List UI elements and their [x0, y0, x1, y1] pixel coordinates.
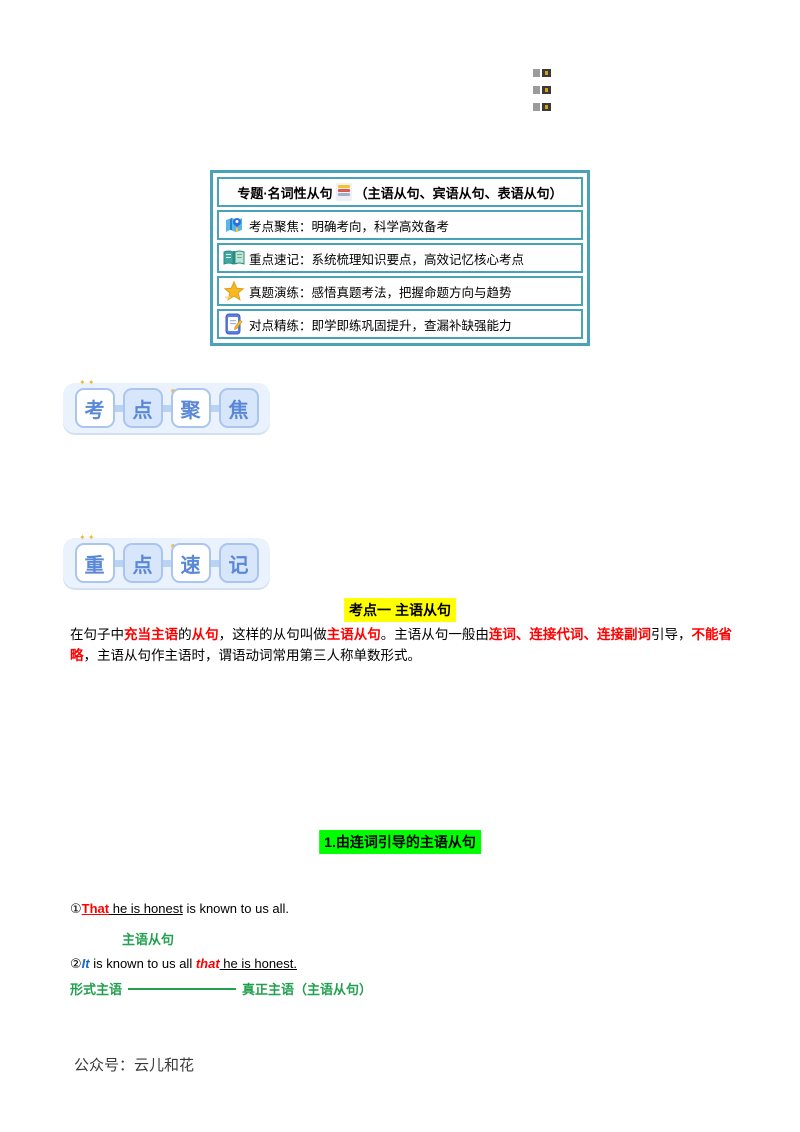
watermark-text: 公众号：云儿和花 [74, 1058, 195, 1074]
intro-table-row: 对点精练：即学即练巩固提升，查漏补缺强能力 [217, 309, 583, 339]
intro-table: 专题·名词性从句 （主语从句、宾语从句、表语从句） 考点聚焦：明确考向，科学高效… [210, 170, 590, 346]
watermark-box: 公众号：云儿和花 [62, 1046, 228, 1083]
badge-connector [112, 404, 125, 412]
example-1-annotation: 主语从句 [122, 932, 175, 947]
intro-title-post: （主语从句、宾语从句、表语从句） [354, 185, 563, 201]
map-pin-icon [223, 214, 245, 236]
intro-row-text: 考点聚焦：明确考向，科学高效备考 [249, 219, 450, 234]
intro-table-title-row: 专题·名词性从句 （主语从句、宾语从句、表语从句） [217, 177, 583, 207]
mini-tab-marker-icon [533, 69, 551, 77]
tablet-pencil-icon [223, 313, 245, 335]
badge-char-tile: 记 [218, 543, 259, 583]
badge-char-tile: 点 [122, 388, 163, 428]
open-book-icon [223, 247, 245, 269]
annotation-connector-line [128, 987, 237, 990]
mini-tab-marker-icon [533, 86, 551, 94]
badge-connector [160, 559, 173, 567]
sparkle-icon: ✦ ✦ [79, 378, 95, 387]
example-sentence-2: ②It is known to us all that he is honest… [70, 956, 297, 971]
example-sentence-1: ①That he is honest is known to us all. [70, 901, 290, 916]
badge-char-tile: 考 [74, 388, 115, 428]
intro-row-text: 对点精练：即学即练巩固提升，查漏补缺强能力 [249, 318, 512, 333]
intro-row-text: 重点速记：系统梳理知识要点，高效记忆核心考点 [249, 252, 525, 267]
badge-char-tile: 点 [122, 543, 163, 583]
formal-subject-label: 形式主语 [70, 982, 123, 997]
sparkle-icon: ✦ ✦ [79, 533, 95, 542]
intro-table-row: 真题演练：感悟真题考法，把握命题方向与趋势 [217, 276, 583, 306]
intro-table-row: 重点速记：系统梳理知识要点，高效记忆核心考点 [217, 243, 583, 273]
sub-heading: 1.由连词引导的主语从句 [319, 830, 481, 854]
section-badge-kaodian-jujiao: ✦ ✦ 考 点 聚 焦 [63, 379, 270, 433]
badge-char-tile: 焦 [218, 388, 259, 428]
badge-connector [208, 404, 221, 412]
real-subject-label: 真正主语（主语从句） [242, 982, 373, 997]
intro-title-pre: 专题·名词性从句 [237, 185, 333, 201]
intro-table-row: 考点聚焦：明确考向，科学高效备考 [217, 210, 583, 240]
star-icon [223, 280, 245, 302]
intro-row-text: 真题演练：感悟真题考法，把握命题方向与趋势 [249, 285, 512, 300]
mini-tab-marker-icon [533, 103, 551, 111]
kaodian-heading: 考点一 主语从句 [344, 598, 456, 622]
definition-paragraph: 在句子中充当主语的从句，这样的从句叫做主语从句。主语从句一般由连词、连接代词、连… [70, 627, 733, 663]
mini-markers-group [533, 69, 551, 120]
section-badge-zhongdian-suji: ✦ ✦ 重 点 速 记 [63, 534, 270, 588]
bookmark-tabs-icon [335, 183, 352, 201]
badge-char-tile: 重 [74, 543, 115, 583]
example-2-annotation: 形式主语 真正主语（主语从句） [70, 979, 372, 998]
badge-connector [112, 559, 125, 567]
badge-char-tile: 速 [170, 543, 211, 583]
badge-char-tile: 聚 [170, 388, 211, 428]
badge-connector [160, 404, 173, 412]
badge-connector [208, 559, 221, 567]
